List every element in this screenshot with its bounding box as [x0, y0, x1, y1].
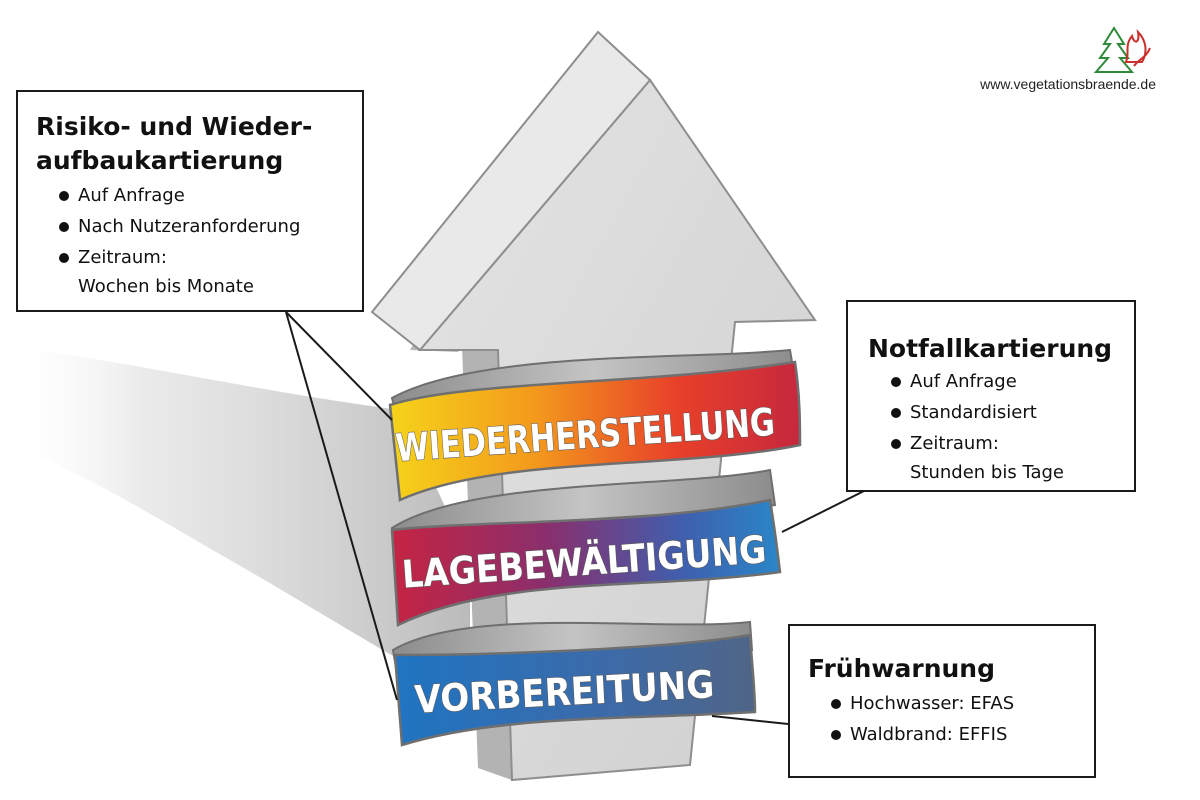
early-warning-box: Frühwarnung Hochwasser: EFAS Waldbrand: … [788, 624, 1096, 778]
recovery-title-line1: Risiko- und Wieder- [36, 112, 313, 141]
connector-emergency [781, 489, 867, 533]
recovery-title-line2: aufbaukartierung [36, 146, 284, 175]
connector-recovery-bottom [285, 311, 398, 701]
recovery-mapping-box: Risiko- und Wieder- aufbaukartierung Auf… [16, 90, 364, 312]
emergency-mapping-box: Notfallkartierung Auf Anfrage Standardis… [846, 300, 1136, 492]
arrow-shadow [0, 345, 470, 700]
recovery-item: Nach Nutzeranforderung [56, 211, 350, 242]
band-bottom [393, 633, 757, 747]
arrow-head-top [370, 30, 652, 352]
recovery-item: Auf Anfrage [56, 180, 350, 211]
band-top [388, 360, 802, 502]
early-warning-title: Frühwarnung [808, 654, 995, 683]
emergency-item: Zeitraum: [888, 428, 1124, 459]
emergency-title: Notfallkartierung [868, 334, 1113, 363]
emergency-item: Standardisiert [888, 397, 1124, 428]
recovery-timeframe: Wochen bis Monate [78, 276, 254, 297]
recovery-item: Zeitraum: [56, 242, 350, 273]
emergency-item: Auf Anfrage [888, 366, 1124, 397]
band-middle [390, 498, 782, 627]
early-warning-item: Waldbrand: EFFIS [828, 719, 1084, 750]
early-warning-item: Hochwasser: EFAS [828, 688, 1084, 719]
emergency-timeframe: Stunden bis Tage [910, 462, 1065, 483]
vegetationsbraende-logo-icon [1093, 26, 1151, 73]
website-url: www.vegetationsbraende.de [980, 76, 1156, 92]
connector-recovery-top [285, 311, 393, 421]
connector-early-warning [711, 715, 789, 725]
